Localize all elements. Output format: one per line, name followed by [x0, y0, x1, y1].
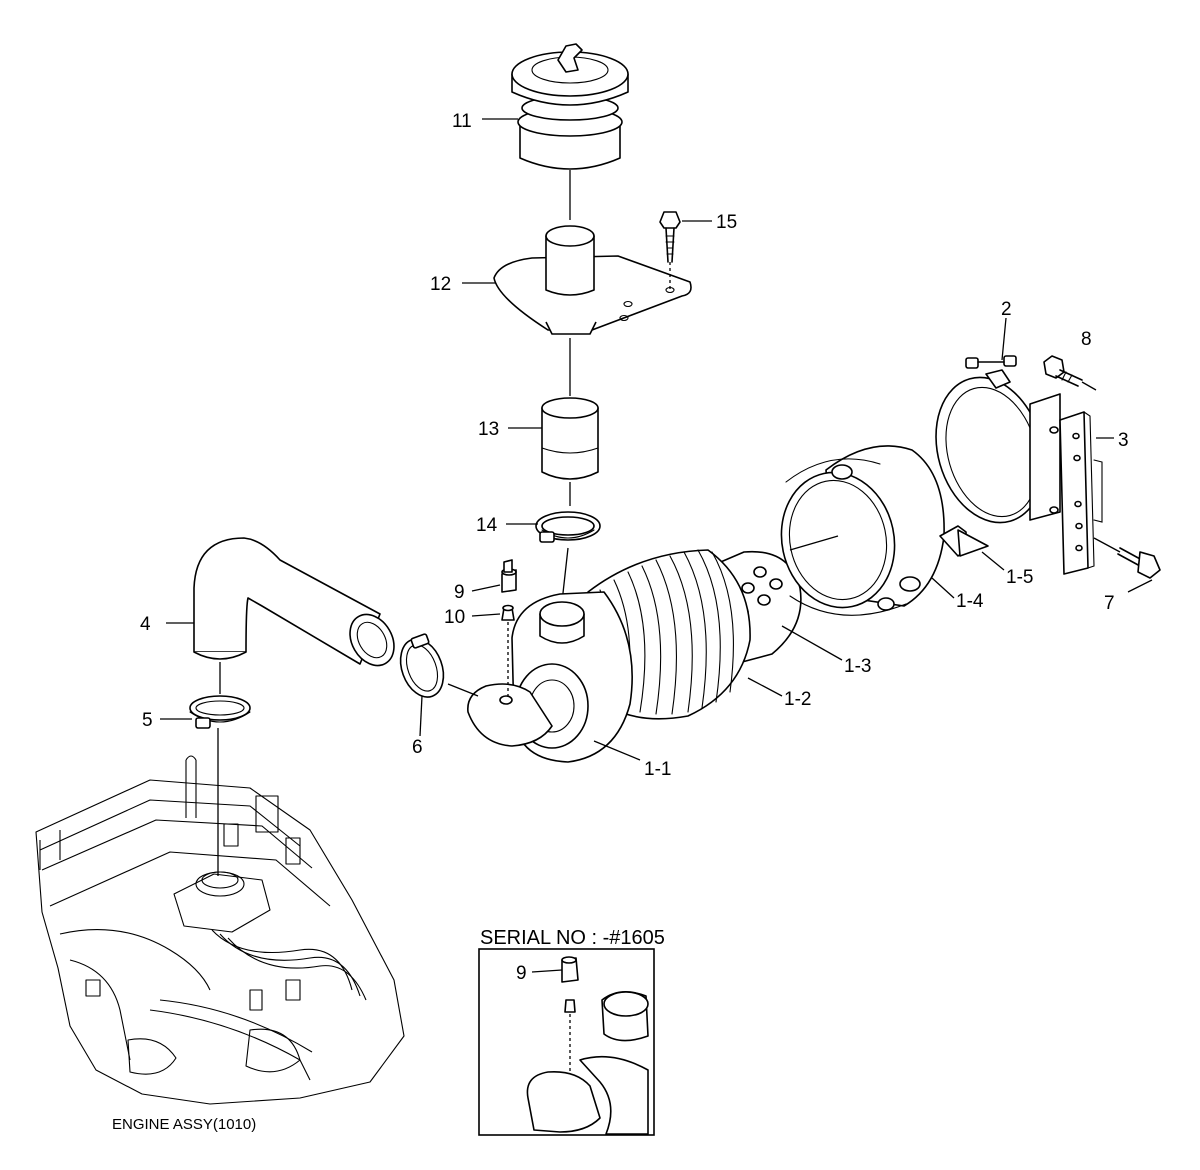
- part-1-4-dust-cup[interactable]: [769, 445, 945, 618]
- part-10-fitting[interactable]: [501, 604, 515, 699]
- callout-10: 10: [444, 607, 465, 628]
- callout-8: 8: [1081, 329, 1092, 350]
- callout-1-5: 1-5: [1006, 567, 1033, 588]
- callout-12: 12: [430, 274, 451, 295]
- callout-1-4: 1-4: [956, 591, 984, 612]
- engine-assy-label: ENGINE ASSY(1010): [112, 1116, 256, 1133]
- callout-4: 4: [140, 614, 151, 635]
- callout-6: 6: [412, 737, 423, 758]
- part-2-band[interactable]: [920, 355, 1061, 535]
- part-15-bolt[interactable]: [659, 211, 681, 290]
- part-3-bracket[interactable]: [1059, 411, 1103, 575]
- callout-2: 2: [1001, 299, 1012, 320]
- callout-1-2: 1-2: [784, 689, 811, 710]
- part-14-clamp[interactable]: [535, 511, 601, 603]
- part-4-elbow-hose[interactable]: [193, 537, 403, 673]
- callout-9: 9: [454, 582, 465, 603]
- engine-assembly[interactable]: [35, 755, 405, 1105]
- serial-inset: [478, 948, 655, 1136]
- callout-1-1: 1-1: [644, 759, 671, 780]
- part-9-indicator[interactable]: [501, 559, 517, 593]
- callout-14: 14: [476, 515, 498, 536]
- part-13-hose[interactable]: [541, 397, 599, 506]
- part-5-clamp[interactable]: [189, 662, 251, 876]
- part-7-bolt[interactable]: [1093, 537, 1161, 579]
- part-1-5-valve[interactable]: [939, 525, 989, 557]
- serial-no-title: SERIAL NO : -#1605: [480, 927, 665, 949]
- air-cleaner-body[interactable]: [447, 549, 802, 763]
- part-6-clamp[interactable]: [393, 633, 451, 703]
- inset-callout-9: 9: [516, 963, 527, 984]
- callout-11: 11: [452, 111, 472, 132]
- part-11-precleaner[interactable]: [511, 43, 629, 220]
- callout-1-3: 1-3: [844, 656, 871, 677]
- callout-7: 7: [1104, 593, 1115, 614]
- callout-15: 15: [716, 212, 737, 233]
- part-12-bracket-plate[interactable]: [493, 225, 692, 396]
- callout-5: 5: [142, 710, 153, 731]
- callout-13: 13: [478, 419, 499, 440]
- part-8-bolt[interactable]: [1043, 355, 1097, 391]
- leader-lines: [160, 118, 1153, 973]
- inset-part-9[interactable]: [561, 956, 579, 983]
- callout-3: 3: [1118, 430, 1129, 451]
